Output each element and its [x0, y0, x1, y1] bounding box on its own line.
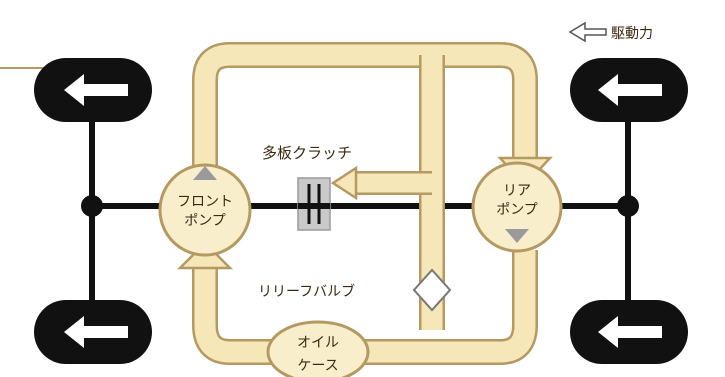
- rear-pump-label-line1: リア: [503, 183, 531, 199]
- tire-rear-right: [570, 300, 688, 364]
- multi-plate-clutch: [297, 177, 331, 231]
- oil-case-label-line2: ケース: [297, 358, 338, 374]
- left-arrow-icon: [598, 316, 662, 348]
- oil-loop-top: [192, 42, 538, 175]
- arrow-to-clutch: [330, 165, 358, 201]
- oil-case-label-line1: オイル: [297, 335, 339, 351]
- right-differential: [617, 195, 639, 217]
- legend-arrow-icon: [568, 21, 607, 43]
- tire-front-right: [570, 58, 688, 122]
- rear-pump: リア ポンプ: [471, 161, 563, 253]
- front-pump-label-line2: ポンプ: [184, 213, 226, 229]
- front-pump-up-marker: [193, 166, 217, 180]
- left-differential: [81, 195, 103, 217]
- legend-label: 駆動力: [611, 26, 653, 42]
- oil-circuit: [176, 42, 553, 365]
- rear-pump-label-line2: ポンプ: [496, 202, 538, 218]
- tire-front-left: [34, 58, 152, 122]
- multi-plate-clutch-label: 多板クラッチ: [262, 144, 352, 162]
- left-arrow-icon: [64, 316, 128, 348]
- relief-valve: [412, 268, 452, 312]
- legend: 駆動力: [568, 21, 653, 43]
- left-arrow-icon: [598, 74, 662, 106]
- front-pump: フロント ポンプ: [158, 163, 252, 257]
- oil-loop-bottom: [192, 250, 538, 365]
- tire-rear-left: [34, 300, 152, 364]
- front-pump-label-line1: フロント: [177, 194, 233, 210]
- left-arrow-icon: [64, 74, 128, 106]
- rear-pump-down-marker: [505, 229, 529, 243]
- oil-case: オイル ケース: [266, 320, 370, 377]
- relief-valve-label: リリーフバルブ: [258, 283, 355, 300]
